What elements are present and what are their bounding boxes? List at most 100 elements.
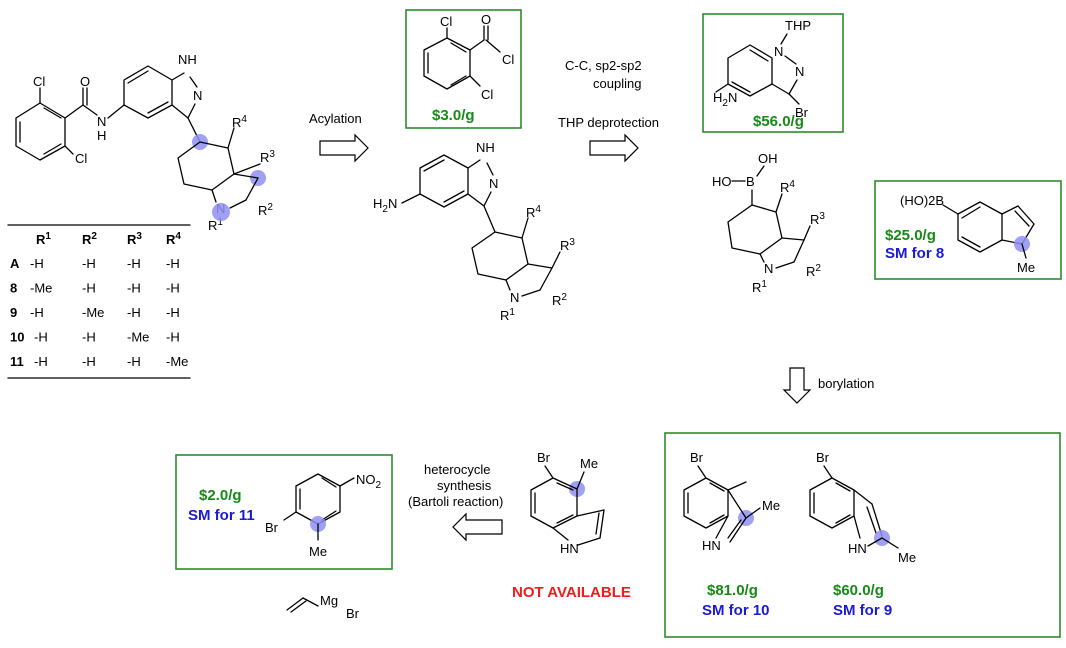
vinyl-grignard: Mg Br <box>286 593 360 621</box>
indole-n-label: N <box>764 261 773 276</box>
reaction-arrow <box>589 133 639 163</box>
table-body: A-H-H-H-H8-Me-H-H-H9-H-Me-H-H10-H-H-Me-H… <box>10 256 188 369</box>
position-highlight <box>212 203 230 221</box>
r-label: R3 <box>260 149 275 165</box>
methylindole-boronic-price: $25.0/g <box>885 227 936 244</box>
indazole-n-label: N <box>489 176 498 191</box>
chlorine-label: Cl <box>502 52 514 67</box>
header-r4: R4 <box>166 231 181 247</box>
table-cell: -H <box>127 281 141 296</box>
methylindole-boronic: (HO)2B Me <box>900 193 1035 275</box>
indole-nh-label: HN <box>702 538 721 553</box>
chlorine-label: Cl <box>440 14 452 29</box>
acid-chloride-box <box>405 9 522 129</box>
chlorine-label: Cl <box>481 87 493 102</box>
hydroxyl-label: HO <box>712 174 732 189</box>
table-header: R1 R2 R3 R4 <box>36 231 181 247</box>
thp-label: THP <box>785 18 811 33</box>
chlorine-label: Cl <box>75 151 87 166</box>
row-id: A <box>10 256 20 271</box>
table-cell: -H <box>30 256 44 271</box>
header-r3: R3 <box>127 231 142 247</box>
table-cell: -Me <box>82 305 104 320</box>
methylindole-2-price: $60.0/g <box>833 582 884 599</box>
table-cell: -H <box>82 354 96 369</box>
table-cell: -H <box>166 305 180 320</box>
table-cell: -H <box>127 256 141 271</box>
oxygen-label: O <box>80 74 90 89</box>
step-heterocycle-line3: (Bartoli reaction) <box>408 494 503 509</box>
boronic-acid-intermediate: HO B OH R4 R3 R2 N R1 <box>712 151 825 295</box>
bromine-label: Br <box>795 105 809 120</box>
methyl-label: Me <box>762 498 780 513</box>
amine-intermediate: H2N NH N R4 R3 R2 N R1 <box>373 140 575 323</box>
methylindole-boronic-sm: SM for 8 <box>885 245 944 262</box>
bromo-methylindole-3: Br Me HN <box>683 450 780 553</box>
not-available-label: NOT AVAILABLE <box>512 584 631 601</box>
nitrotoluene-price: $2.0/g <box>199 487 242 504</box>
nitro-label: NO2 <box>356 472 382 491</box>
bromine-label: Br <box>537 450 551 465</box>
r-label: R2 <box>806 263 821 279</box>
bromo-methylindole-2: Br Me HN <box>809 450 916 565</box>
indole-nh-label: HN <box>848 541 867 556</box>
amine-label: H2N <box>713 90 737 109</box>
step-heterocycle-line1: heterocycle <box>424 462 490 477</box>
methyl-label: Me <box>898 550 916 565</box>
bromoindoles-box <box>664 432 1061 638</box>
indazole-nh-label: NH <box>476 140 495 155</box>
header-r1: R1 <box>36 231 51 247</box>
amine-label: H2N <box>373 196 397 215</box>
reaction-arrow <box>319 133 369 163</box>
row-id: 10 <box>10 330 24 345</box>
chlorine-label: Cl <box>33 74 45 89</box>
table-row: 9-H-Me-H-H <box>10 305 180 320</box>
boronic-label: (HO)2B <box>900 193 944 208</box>
r-label: R1 <box>208 217 223 233</box>
table-cell: -H <box>166 330 180 345</box>
nitrotoluene-box <box>175 454 393 570</box>
target-molecule: Cl Cl O N H NH N R4 R3 R2 N <box>15 52 275 233</box>
indole-n-label: N <box>510 290 519 305</box>
nitrotoluene-sm: SM for 11 <box>188 507 255 524</box>
row-id: 11 <box>10 354 24 369</box>
thp-indazole-box <box>702 13 844 133</box>
table-row: 11-H-H-H-Me <box>10 354 188 369</box>
indazole-n-label: N <box>795 64 804 79</box>
r-label: R2 <box>258 202 273 218</box>
table-cell: -H <box>82 281 96 296</box>
methyl-label: Me <box>1017 260 1035 275</box>
oxygen-label: O <box>481 12 491 27</box>
reaction-arrow <box>782 367 812 404</box>
table-cell: -H <box>82 256 96 271</box>
table-cell: -H <box>82 330 96 345</box>
r-label: R4 <box>232 114 247 130</box>
indazole-n-label: N <box>774 44 783 59</box>
thp-indazole: THP N N Br H2N <box>713 18 811 120</box>
step-deprotection: THP deprotection <box>558 115 659 130</box>
step-coupling-line1: C-C, sp2-sp2 <box>565 58 642 73</box>
bromine-label: Br <box>816 450 830 465</box>
table-row: 10-H-H-Me-H <box>10 330 180 345</box>
table-cell: -Me <box>166 354 188 369</box>
indazole-nh-label: NH <box>178 52 197 67</box>
bromine-label: Br <box>690 450 704 465</box>
bromo-methylindole-4: Br Me HN <box>530 450 605 556</box>
acid-chloride: Cl O Cl Cl <box>423 12 514 102</box>
thp-indazole-price: $56.0/g <box>753 113 804 130</box>
table-cell: -H <box>30 305 44 320</box>
boron-label: B <box>746 174 755 189</box>
methyl-label: Me <box>580 456 598 471</box>
reaction-arrow <box>452 512 503 542</box>
step-coupling-line2: coupling <box>593 76 641 91</box>
row-id: 8 <box>10 281 17 296</box>
indole-nh-label: HN <box>560 541 579 556</box>
table-cell: -H <box>166 281 180 296</box>
amide-nitrogen-label: N <box>97 114 106 129</box>
r-label: R2 <box>552 292 567 308</box>
bromine-label: Br <box>265 520 279 535</box>
r-label: R3 <box>560 237 575 253</box>
methylindole-3-sm: SM for 10 <box>702 602 770 619</box>
hydroxyl-label: OH <box>758 151 778 166</box>
